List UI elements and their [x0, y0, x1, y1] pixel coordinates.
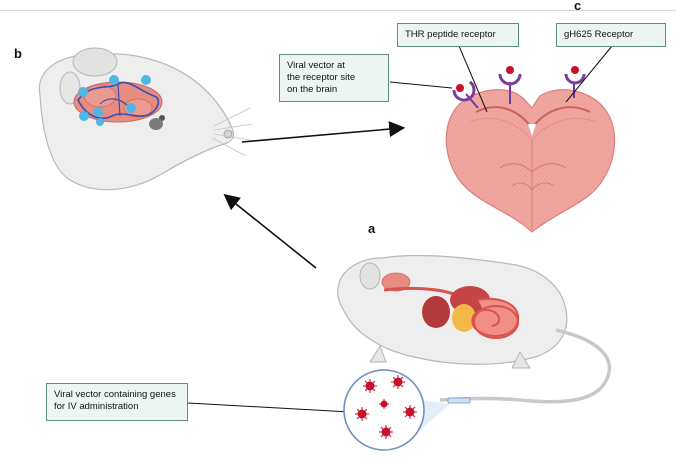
arrow-to-brain — [241, 121, 406, 143]
panel-label-b: b — [14, 46, 22, 61]
leader-viral-iv — [187, 402, 351, 413]
receptor-thr-icon — [498, 66, 522, 104]
callout-viral-vector-receptor: Viral vector at the receptor site on the… — [279, 54, 389, 102]
syringe-icon — [447, 397, 471, 404]
receptor-left-icon — [452, 80, 479, 109]
arrow-to-head — [223, 194, 317, 269]
panel-label-a: a — [368, 221, 376, 236]
leader-thr — [458, 45, 488, 113]
mouse-body-icon — [337, 254, 612, 404]
leader-gh625 — [565, 45, 613, 103]
receptor-node-icon — [78, 75, 151, 126]
brain-section-icon — [445, 89, 616, 233]
callout-thr-receptor: THR peptide receptor — [397, 23, 519, 47]
receptor-gh625-icon — [564, 66, 586, 98]
top-divider — [0, 10, 676, 11]
mouse-head-icon — [38, 47, 253, 191]
panel-label-c: c — [574, 0, 582, 13]
callout-gh625-receptor: gH625 Receptor — [556, 23, 666, 47]
callout-viral-vector-iv: Viral vector containing genes for IV adm… — [46, 383, 188, 421]
virus-particle-icon — [355, 375, 417, 439]
leader-viral-vector — [389, 81, 453, 89]
